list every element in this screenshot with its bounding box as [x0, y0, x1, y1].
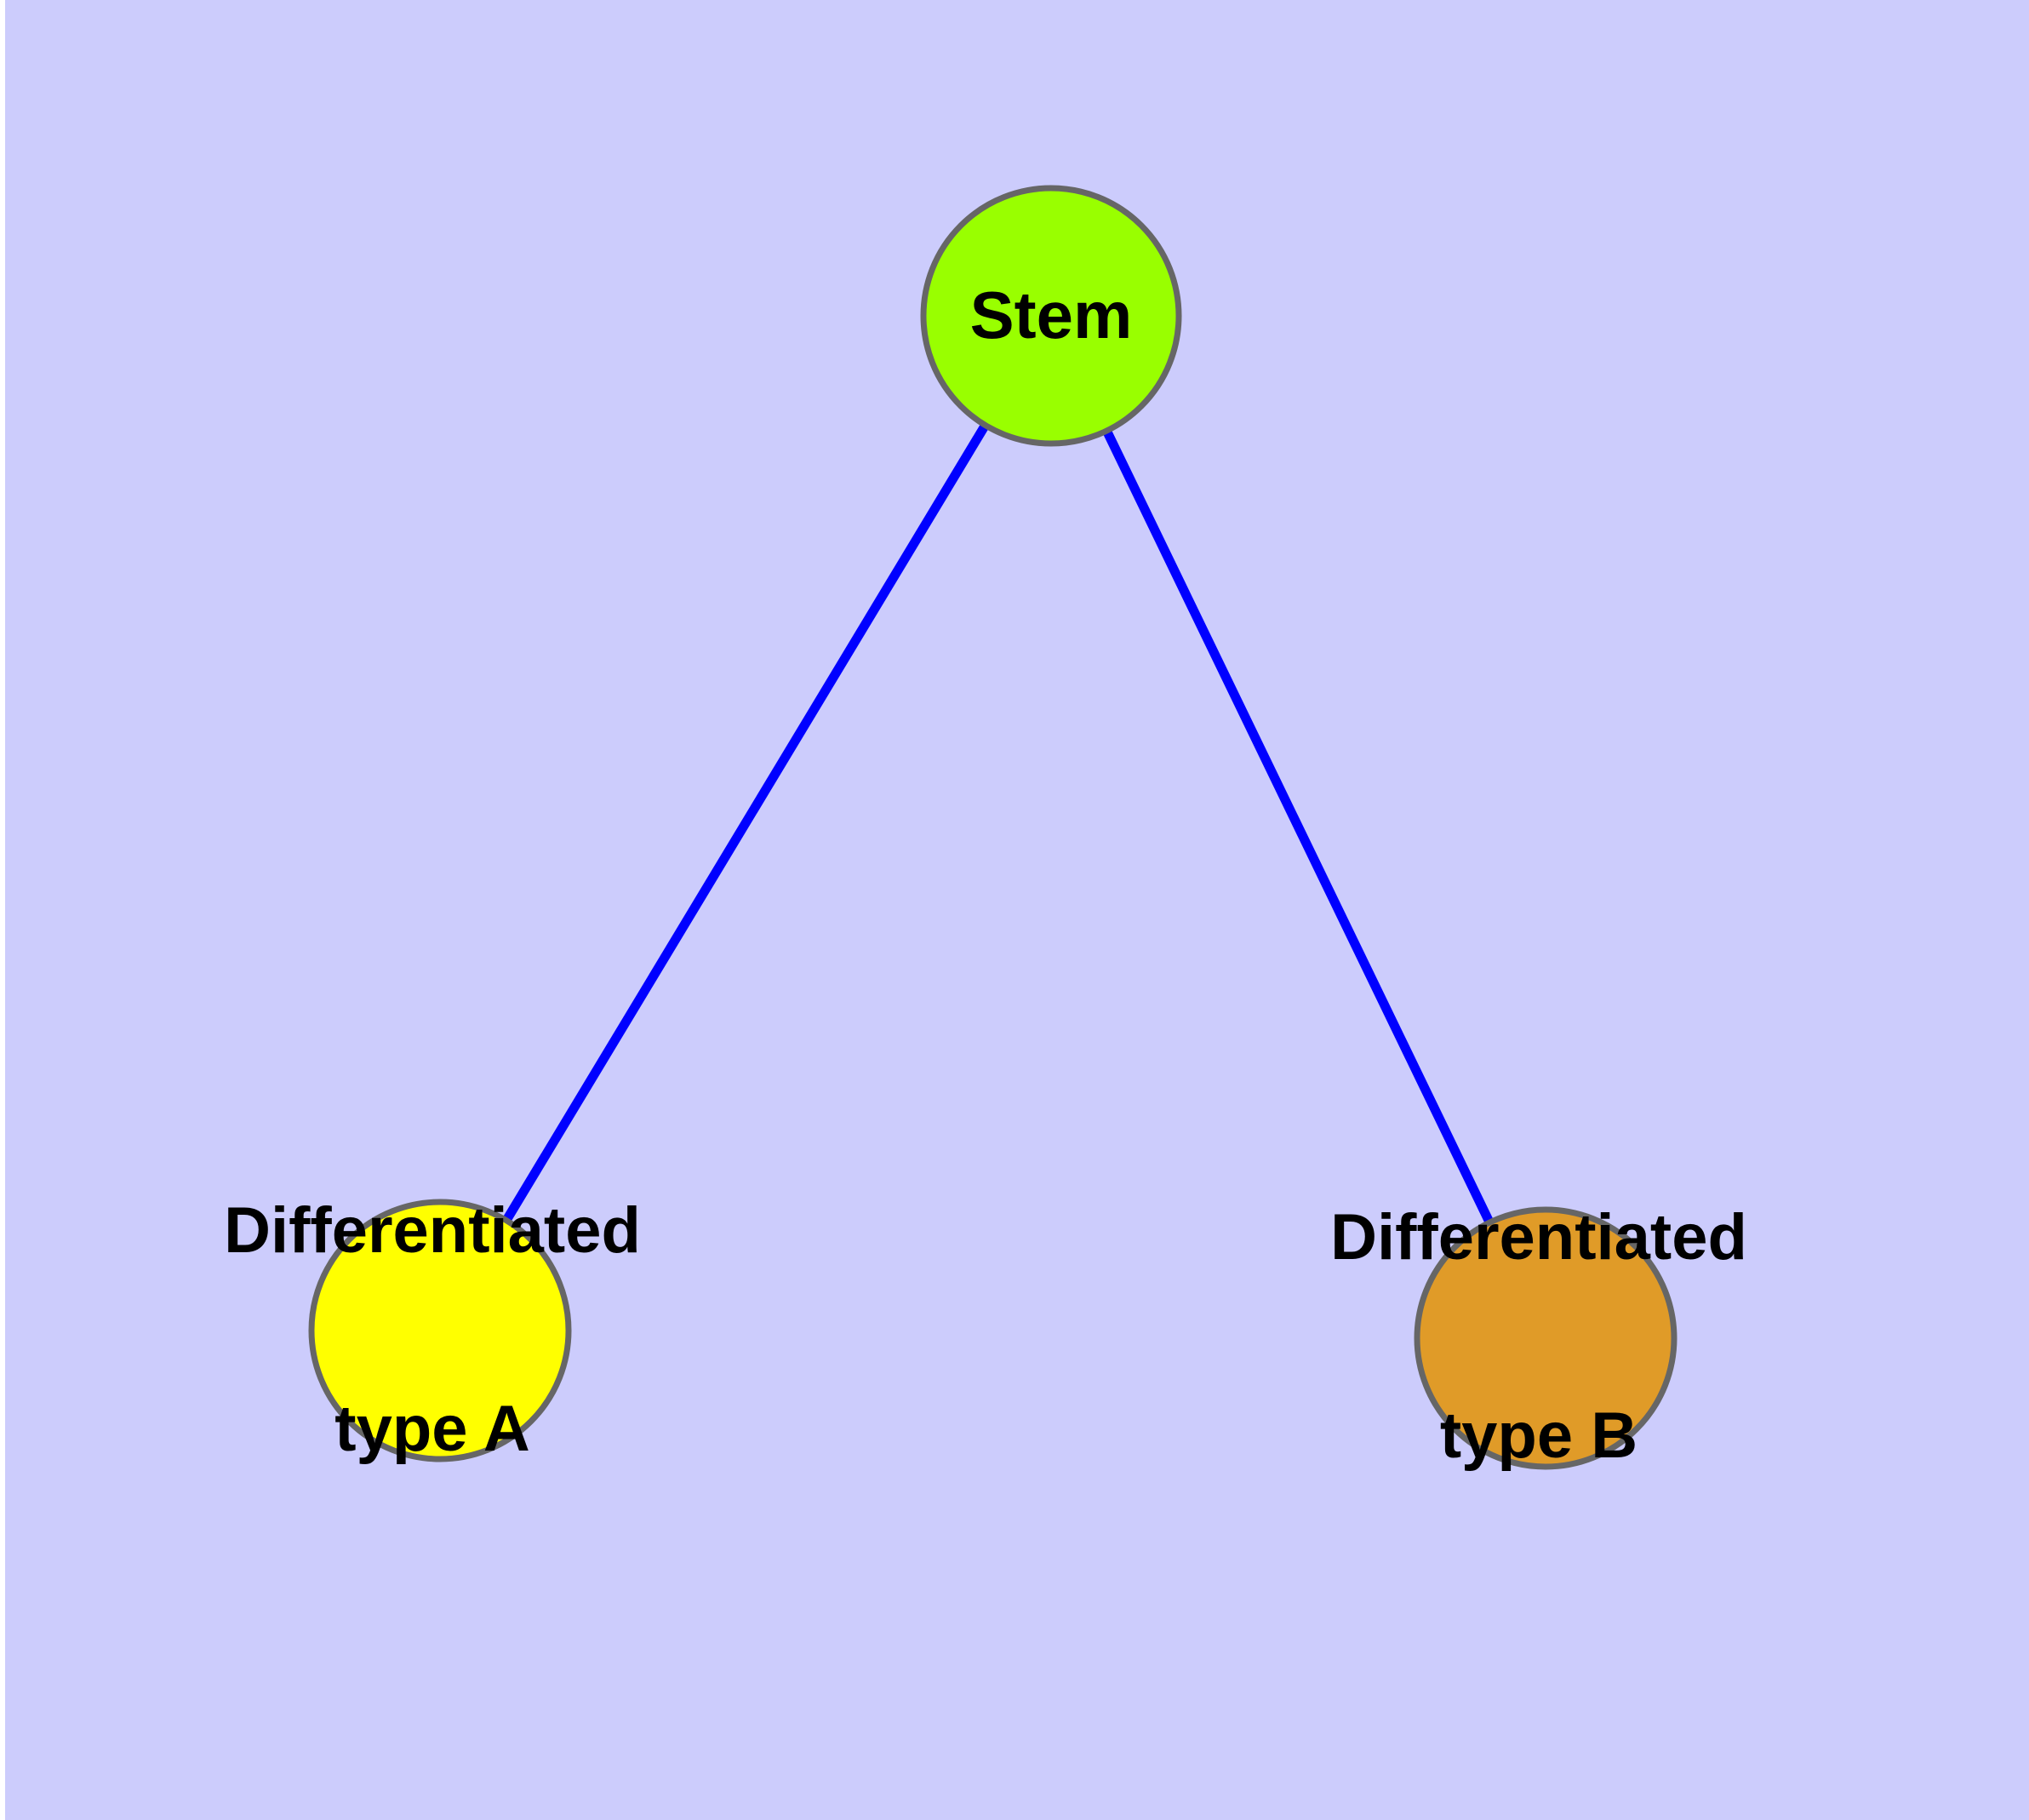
- node-stem[interactable]: [920, 185, 1182, 447]
- edge-stem-to-diff-a[interactable]: [436, 313, 1055, 1333]
- node-diff-b[interactable]: [1414, 1206, 1677, 1470]
- edge-layer: [436, 313, 1550, 1341]
- node-layer: [308, 185, 1677, 1470]
- edge-stem-to-diff-b[interactable]: [1047, 313, 1550, 1341]
- node-diff-a[interactable]: [308, 1199, 572, 1462]
